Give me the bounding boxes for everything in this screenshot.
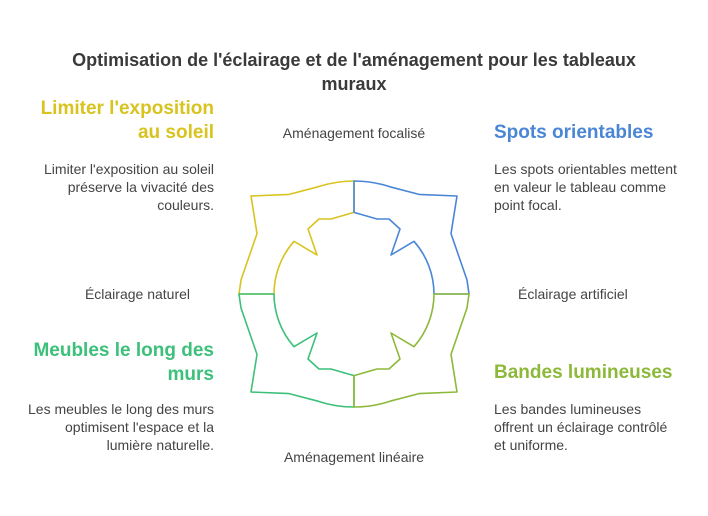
segment-top-left [238, 180, 355, 295]
segment-top-right [353, 180, 470, 295]
text-meubles-murs: Les meubles le long des murs optimisent … [28, 401, 214, 453]
text-limiter-exposition: Limiter l'exposition au soleil préserve … [44, 161, 214, 213]
heading-bandes-lumineuses: Bandes lumineuses [494, 362, 673, 383]
segment-bottom-left [238, 293, 355, 408]
segment-bottom-right [353, 293, 470, 408]
axis-label-bottom: Aménagement linéaire [283, 449, 425, 465]
heading-meubles-murs: Meubles le long des murs [33, 340, 214, 385]
page-title: Optimisation de l'éclairage et de l'amén… [72, 50, 636, 94]
axis-label-left: Éclairage naturel [84, 286, 190, 302]
heading-limiter-exposition: Limiter l'exposition au soleil [40, 98, 214, 143]
heading-spots-orientables: Spots orientables [494, 122, 654, 143]
text-bandes-lumineuses: Les bandes lumineuses offrent un éclaira… [494, 401, 668, 453]
axis-label-top: Aménagement focalisé [282, 125, 426, 141]
text-spots-orientables: Les spots orientables mettent en valeur … [494, 161, 677, 213]
axis-label-right: Éclairage artificiel [518, 286, 628, 302]
